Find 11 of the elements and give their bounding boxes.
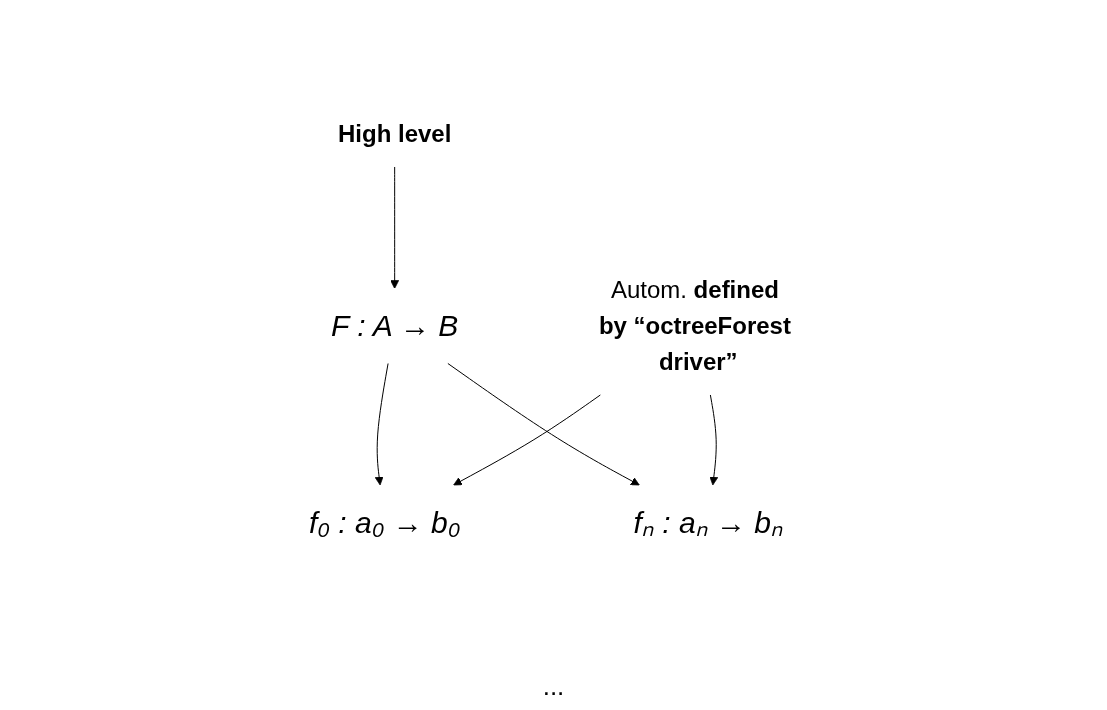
node-text: fₙ : aₙ → bₙ [633, 505, 783, 539]
arrow [453, 394, 601, 485]
node-text: Autom. defined by “octreeForest driver” [598, 275, 791, 375]
ellipsis-label: ... [542, 671, 565, 701]
arrow [447, 362, 640, 485]
node-text: F : A → B [330, 308, 459, 342]
arrow [374, 362, 389, 485]
arrow [390, 166, 399, 289]
node-text: f₀ : a₀ → b₀ [308, 505, 461, 539]
node-text: High level [337, 119, 452, 147]
arrow [709, 394, 718, 485]
